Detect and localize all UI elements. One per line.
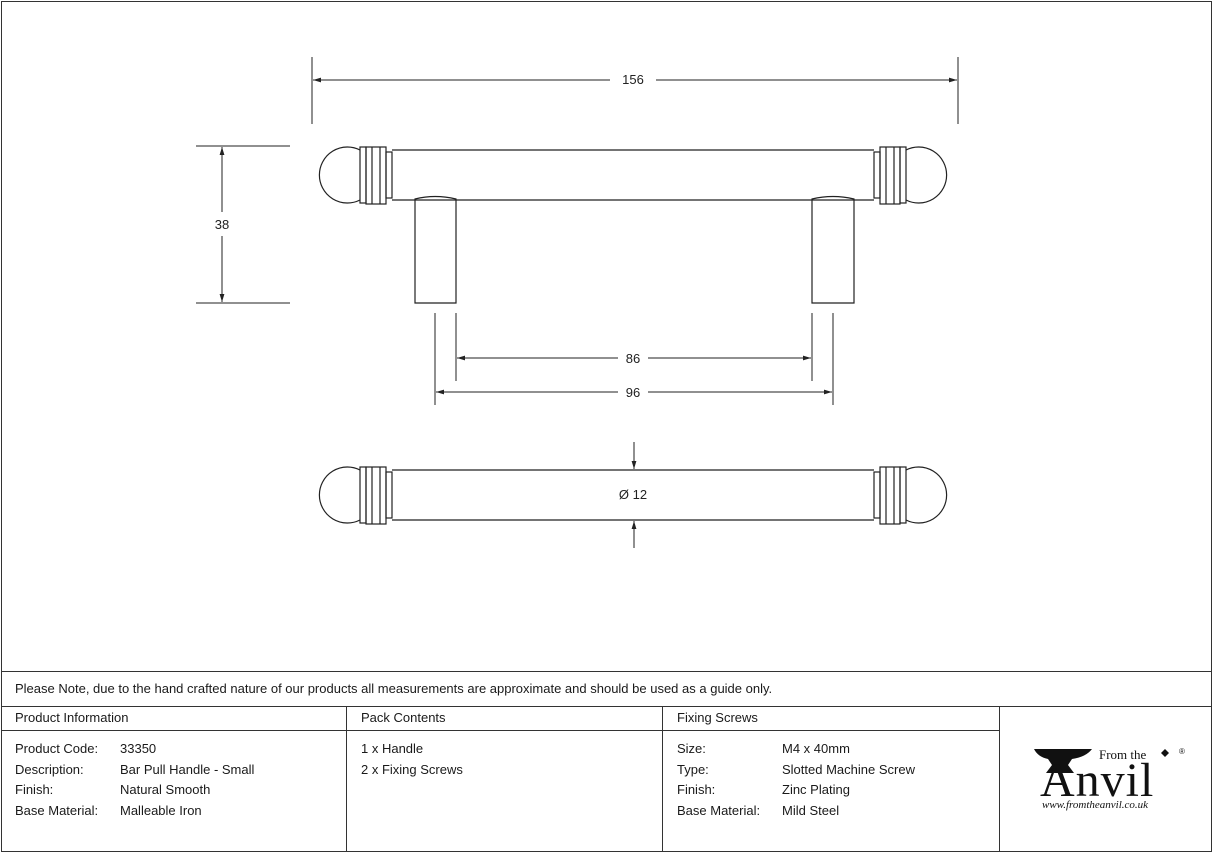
screw-size-value: M4 x 40mm (782, 741, 850, 756)
anvil-icon (1034, 749, 1092, 773)
logo-url: www.fromtheanvil.co.uk (1042, 799, 1149, 811)
from-the-anvil-logo: From the ® Anvil www.fromtheanvil.co.uk (1000, 707, 1212, 852)
screw-type-value: Slotted Machine Screw (782, 761, 915, 777)
screw-size-label: Size: (677, 741, 706, 756)
fixing-screws-panel: Fixing Screws Size: M4 x 40mm Type: Slot… (663, 707, 1000, 852)
description-row: Description: Bar Pull Handle - Small (15, 760, 332, 781)
base-material-value: Malleable Iron (120, 802, 202, 818)
dim-height: 38 (215, 217, 229, 232)
product-code-label: Product Code: (15, 741, 99, 756)
dim-inner-gap: 86 (626, 351, 640, 366)
screw-size-row: Size: M4 x 40mm (677, 739, 985, 760)
dim-diameter: Ø 12 (619, 487, 647, 502)
logo-from-the: From the (1099, 747, 1147, 762)
screw-material-row: Base Material: Mild Steel (677, 801, 985, 822)
finish-value: Natural Smooth (120, 782, 211, 797)
base-material-label: Base Material: (15, 802, 99, 818)
description-label: Description: (15, 761, 84, 777)
screw-material-label: Base Material: (677, 802, 761, 818)
top-view-handle (318, 466, 948, 525)
product-information-heading: Product Information (1, 707, 346, 731)
logo-registered: ® (1179, 747, 1185, 756)
screw-finish-label: Finish: (677, 782, 716, 797)
fixing-screws-heading: Fixing Screws (663, 707, 999, 731)
screw-type-label: Type: (677, 761, 709, 777)
side-view-handle (318, 146, 948, 304)
finish-row: Finish: Natural Smooth (15, 780, 332, 801)
screw-finish-value: Zinc Plating (782, 782, 850, 797)
description-value: Bar Pull Handle - Small (120, 761, 255, 777)
product-information-panel: Product Information Product Code: 33350 … (1, 707, 347, 852)
pack-item: 1 x Handle (361, 741, 424, 756)
technical-drawing: 156 38 86 96 Ø 12 (196, 57, 959, 548)
dim-centres: 96 (626, 385, 640, 400)
product-code-value: 33350 (120, 741, 157, 756)
product-code-row: Product Code: 33350 (15, 739, 332, 760)
base-material-row: Base Material: Malleable Iron (15, 801, 332, 822)
screw-type-row: Type: Slotted Machine Screw (677, 760, 985, 781)
screw-finish-row: Finish: Zinc Plating (677, 780, 985, 801)
measurement-note: Please Note, due to the hand crafted nat… (1, 671, 1212, 707)
pack-contents-heading: Pack Contents (347, 707, 662, 731)
pack-contents-panel: Pack Contents 1 x Handle 2 x Fixing Scre… (347, 707, 663, 852)
dim-overall-length: 156 (622, 72, 644, 87)
pack-item: 2 x Fixing Screws (361, 761, 463, 777)
screw-material-value: Mild Steel (782, 802, 840, 818)
logo-brand: Anvil (1040, 754, 1154, 807)
finish-label: Finish: (15, 782, 54, 797)
